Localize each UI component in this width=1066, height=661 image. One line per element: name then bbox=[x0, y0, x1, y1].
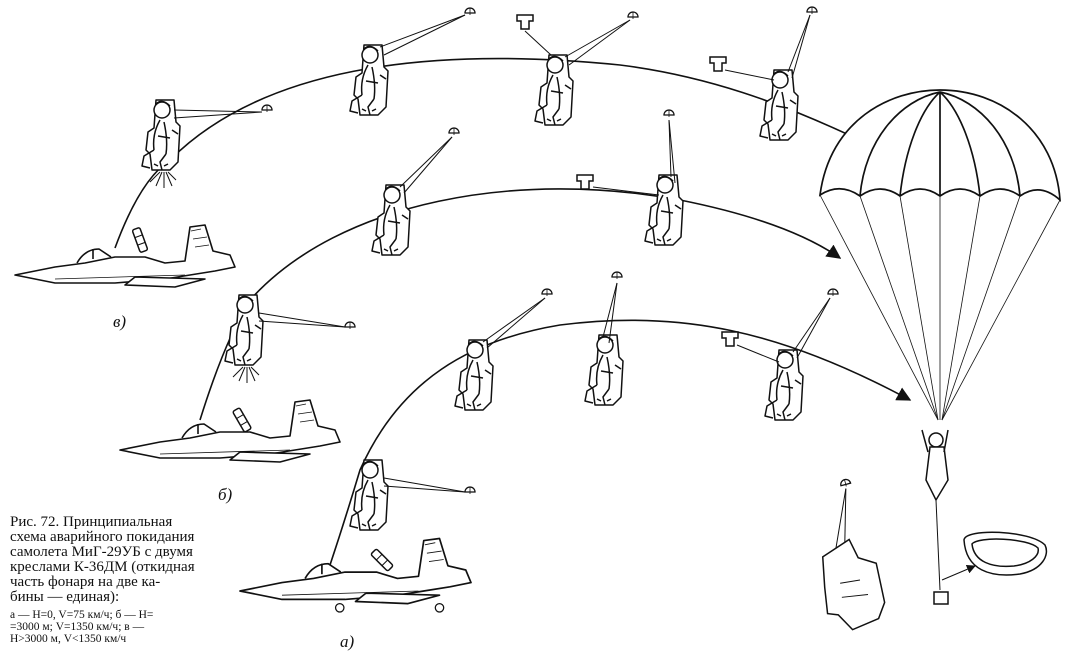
trajectory-b bbox=[199, 188, 842, 421]
seat-a-1 bbox=[349, 459, 476, 531]
pilot-under-canopy bbox=[921, 429, 949, 605]
caption-line: часть фонаря на две ка- bbox=[10, 574, 161, 590]
seat-v-1 bbox=[142, 100, 273, 188]
figure-caption: Рис. 72. Принципиальная схема аварийного… bbox=[10, 515, 260, 646]
legend-line: а — H=0, V=75 км/ч; б — H= bbox=[10, 609, 154, 621]
caption-legend: а — H=0, V=75 км/ч; б — H= =3000 м; V=13… bbox=[10, 609, 260, 645]
seat-a-4 bbox=[721, 288, 839, 421]
seat-v-2 bbox=[349, 7, 476, 116]
canopy-fragment-b bbox=[231, 406, 253, 434]
caption-line: бины — единая): bbox=[10, 589, 120, 605]
variant-label-b: б) bbox=[218, 485, 233, 504]
caption-line: Рис. 72. Принципиальная bbox=[10, 514, 173, 530]
caption-line: креслами К-36ДМ (откидная bbox=[10, 559, 195, 575]
legend-line: H>3000 м, V<1350 км/ч bbox=[10, 633, 127, 645]
aircraft-b bbox=[119, 399, 341, 463]
canopy-fragment-v bbox=[131, 226, 149, 254]
detached-seat bbox=[821, 477, 886, 631]
caption-line: схема аварийного покидания bbox=[10, 529, 195, 545]
life-raft bbox=[941, 531, 1048, 581]
legend-line: =3000 м; V=1350 км/ч; в — bbox=[10, 621, 145, 633]
variant-label-v: в) bbox=[113, 312, 127, 331]
seat-a-2 bbox=[454, 288, 553, 411]
seat-v-4 bbox=[709, 6, 818, 141]
trajectory-a bbox=[329, 319, 912, 566]
seat-b-2 bbox=[371, 127, 460, 256]
trajectory-v bbox=[114, 57, 882, 249]
aircraft-a bbox=[239, 537, 472, 613]
seat-b-3 bbox=[576, 109, 684, 246]
aircraft-v bbox=[14, 224, 236, 288]
caption-line: самолета МиГ-29УБ с двумя bbox=[10, 544, 193, 560]
seat-b-1 bbox=[225, 295, 356, 383]
main-parachute bbox=[818, 89, 1061, 421]
seat-a-3 bbox=[584, 271, 624, 406]
caption-text: Рис. 72. Принципиальная схема аварийного… bbox=[10, 515, 260, 605]
canopy-fragment-a bbox=[369, 547, 395, 573]
variant-label-a: а) bbox=[340, 632, 355, 651]
seat-v-3 bbox=[516, 11, 639, 126]
